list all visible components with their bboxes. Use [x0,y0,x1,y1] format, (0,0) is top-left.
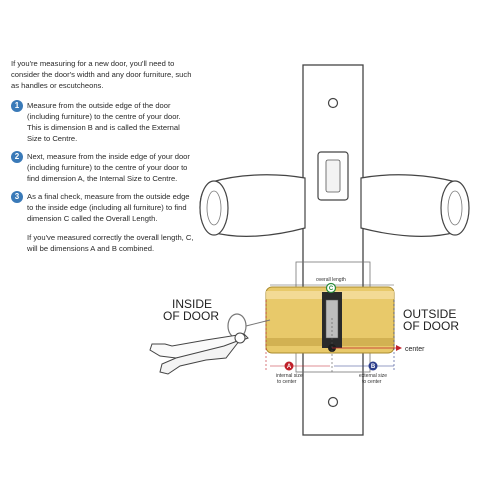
step-number-badge: 1 [11,100,23,112]
euro-cylinder [265,286,395,354]
outside-label-line-2: OF DOOR [403,319,459,333]
screw-hole-icon [327,396,339,408]
step-3: 3 As a final check, measure from the out… [11,191,196,224]
latch-bolt [325,159,341,193]
external-size-label-line-1: external size [359,373,387,379]
step-2: 2 Next, measure from the inside edge of … [11,151,196,184]
external-size-label-line-2: to center [362,379,382,385]
marker-b-letter: B [371,364,376,370]
marker-a: A [284,361,294,371]
step-text: Measure from the outside edge of the doo… [27,101,181,143]
intro-text: If you're measuring for a new door, you'… [11,59,192,90]
outro-text: If you've measured correctly the overall… [27,233,194,253]
inside-label-line-1: INSIDE [172,297,212,311]
inside-label-line-2: OF DOOR [163,309,219,323]
outside-label-line-1: OUTSIDE [403,307,456,321]
marker-c: C [325,282,337,294]
step-number-badge: 3 [11,191,23,203]
step-text: As a final check, measure from the outsi… [27,192,190,223]
left-lever-handle-icon [199,174,306,237]
overall-length-label: overall length [316,277,346,283]
arrow-icon [396,345,402,351]
step-number-badge: 2 [11,151,23,163]
instructions-panel: If you're measuring for a new door, you'… [11,58,196,254]
marker-a-letter: A [287,364,292,370]
internal-size-label-line-2: to center [277,379,297,385]
lock-backplate [302,64,364,436]
marker-c-letter: C [329,286,334,292]
screw-hole-icon [327,97,339,109]
center-label: center [405,346,425,353]
step-1: 1 Measure from the outside edge of the d… [11,100,196,144]
right-lever-handle-icon [360,174,470,237]
marker-b: B [368,361,378,371]
step-text: Next, measure from the inside edge of yo… [27,152,190,183]
internal-size-label-line-1: internal size [276,373,303,379]
keys-icon [149,313,271,375]
